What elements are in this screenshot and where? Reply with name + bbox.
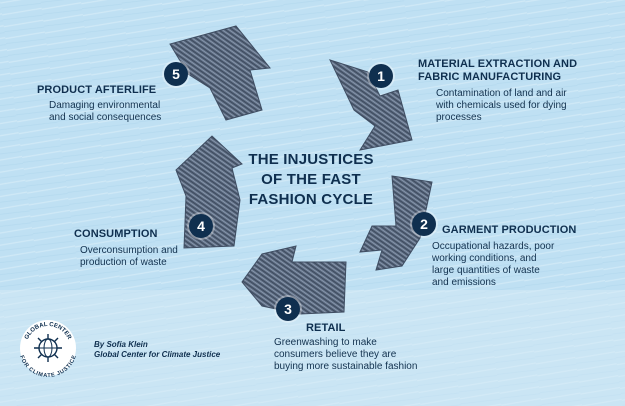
stage-desc-line: with chemicals used for dying	[436, 100, 577, 112]
title-line: FASHION CYCLE	[236, 190, 386, 210]
stage-5-badge: 5	[164, 62, 188, 86]
stage-desc-line: large quantities of waste	[432, 265, 576, 277]
stage-desc-line: and emissions	[432, 277, 576, 289]
credit-org: Global Center for Climate Justice	[94, 350, 220, 360]
stage-2-label: GARMENT PRODUCTION Occupational hazards,…	[442, 224, 576, 289]
credit-author: By Sofia Klein	[94, 340, 220, 350]
stage-1-badge: 1	[369, 64, 393, 88]
stage-4-badge: 4	[189, 214, 213, 238]
globe-sun-icon: GLOBAL CENTER FOR CLIMATE JUSTICE	[18, 318, 78, 378]
stage-title: CONSUMPTION	[74, 228, 178, 241]
stage-title: MATERIAL EXTRACTION AND	[418, 58, 577, 71]
title-line: OF THE FAST	[236, 170, 386, 190]
stage-desc-line: and social consequences	[49, 112, 161, 124]
stage-1-label: MATERIAL EXTRACTION AND FABRIC MANUFACTU…	[418, 58, 577, 124]
center-title: THE INJUSTICES OF THE FAST FASHION CYCLE	[236, 150, 386, 210]
stage-desc-line: Greenwashing to make	[274, 337, 417, 349]
stage-title: RETAIL	[306, 322, 417, 335]
stage-desc-line: production of waste	[80, 257, 178, 269]
stage-title: FABRIC MANUFACTURING	[418, 71, 577, 84]
stage-desc-line: processes	[436, 112, 577, 124]
stage-4-label: CONSUMPTION Overconsumption and producti…	[74, 228, 178, 269]
stage-desc-line: Occupational hazards, poor	[432, 241, 576, 253]
stage-desc-line: Damaging environmental	[49, 100, 161, 112]
stage-2-badge: 2	[412, 212, 436, 236]
stage-desc-line: Contamination of land and air	[436, 88, 577, 100]
stage-5-label: PRODUCT AFTERLIFE Damaging environmental…	[37, 84, 161, 124]
stage-title: GARMENT PRODUCTION	[442, 224, 576, 237]
stage-title: PRODUCT AFTERLIFE	[37, 84, 161, 97]
stage-3-badge: 3	[276, 297, 300, 321]
credit: By Sofia Klein Global Center for Climate…	[94, 340, 220, 360]
stage-desc-line: consumers believe they are	[274, 349, 417, 361]
stage-desc-line: buying more sustainable fashion	[274, 361, 417, 373]
stage-desc-line: Overconsumption and	[80, 245, 178, 257]
stage-3-label: RETAIL Greenwashing to make consumers be…	[274, 322, 417, 373]
stage-desc-line: working conditions, and	[432, 253, 576, 265]
title-line: THE INJUSTICES	[236, 150, 386, 170]
